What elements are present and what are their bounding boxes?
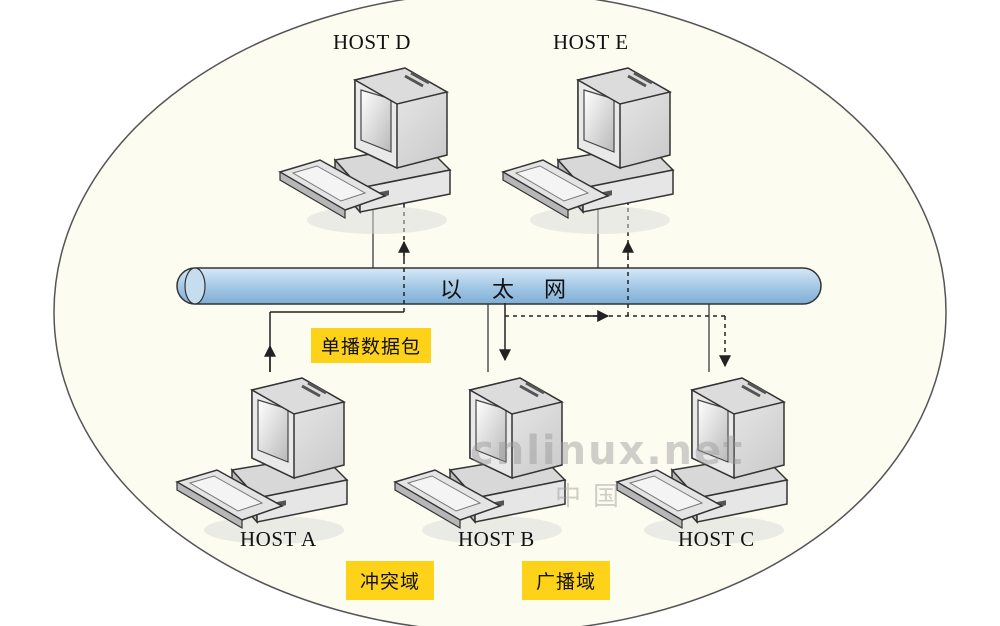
host-label-c: HOST C [678,527,755,551]
ethernet-bus [176,267,822,305]
watermark-brand: cnlinux.net [470,428,745,474]
ethernet-label: 以太网 [440,278,597,303]
watermark-sub: 中国 [555,482,632,512]
collision-domain-tag: 冲突域 [346,561,435,600]
host-label-b: HOST B [458,527,535,551]
host-label-e: HOST E [553,30,629,54]
host-label-a: HOST A [240,527,317,551]
host-label-d: HOST D [333,30,411,54]
unicast-packet-tag: 单播数据包 [311,328,432,363]
broadcast-domain-tag: 广播域 [522,561,611,600]
